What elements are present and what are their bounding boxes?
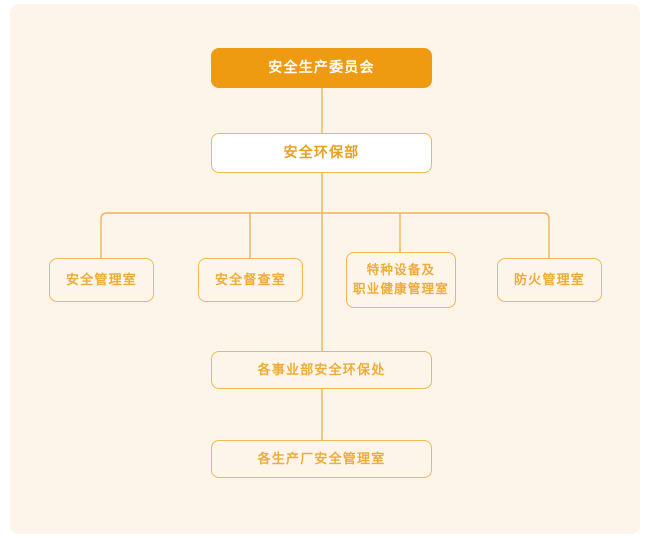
- node-special-equipment-office-label: 特种设备及 职业健康管理室: [353, 262, 449, 296]
- node-plant-safety-office[interactable]: 各生产厂安全管理室: [211, 440, 432, 478]
- node-safety-inspection-office-label: 安全督查室: [214, 271, 286, 287]
- node-plant-safety-office-label: 各生产厂安全管理室: [257, 450, 386, 466]
- node-department[interactable]: 安全环保部: [211, 133, 432, 173]
- node-safety-management-office-label: 安全管理室: [65, 271, 137, 287]
- node-safety-management-office[interactable]: 安全管理室: [49, 258, 154, 302]
- org-chart-canvas: 安全生产委员会 安全环保部 安全管理室 安全督查室 特种设备及 职业健康管理室 …: [10, 4, 640, 534]
- node-division-safety-office[interactable]: 各事业部安全环保处: [211, 351, 432, 389]
- node-committee-label: 安全生产委员会: [268, 59, 375, 76]
- node-division-safety-office-label: 各事业部安全环保处: [257, 361, 386, 377]
- node-safety-inspection-office[interactable]: 安全督查室: [198, 258, 303, 302]
- node-fire-management-office-label: 防火管理室: [513, 271, 585, 287]
- node-fire-management-office[interactable]: 防火管理室: [497, 258, 602, 302]
- node-department-label: 安全环保部: [283, 144, 360, 161]
- connector-lines: [100, 88, 550, 440]
- node-committee[interactable]: 安全生产委员会: [211, 48, 432, 88]
- edge-bus-level2: [100, 212, 550, 258]
- node-special-equipment-office[interactable]: 特种设备及 职业健康管理室: [346, 252, 456, 308]
